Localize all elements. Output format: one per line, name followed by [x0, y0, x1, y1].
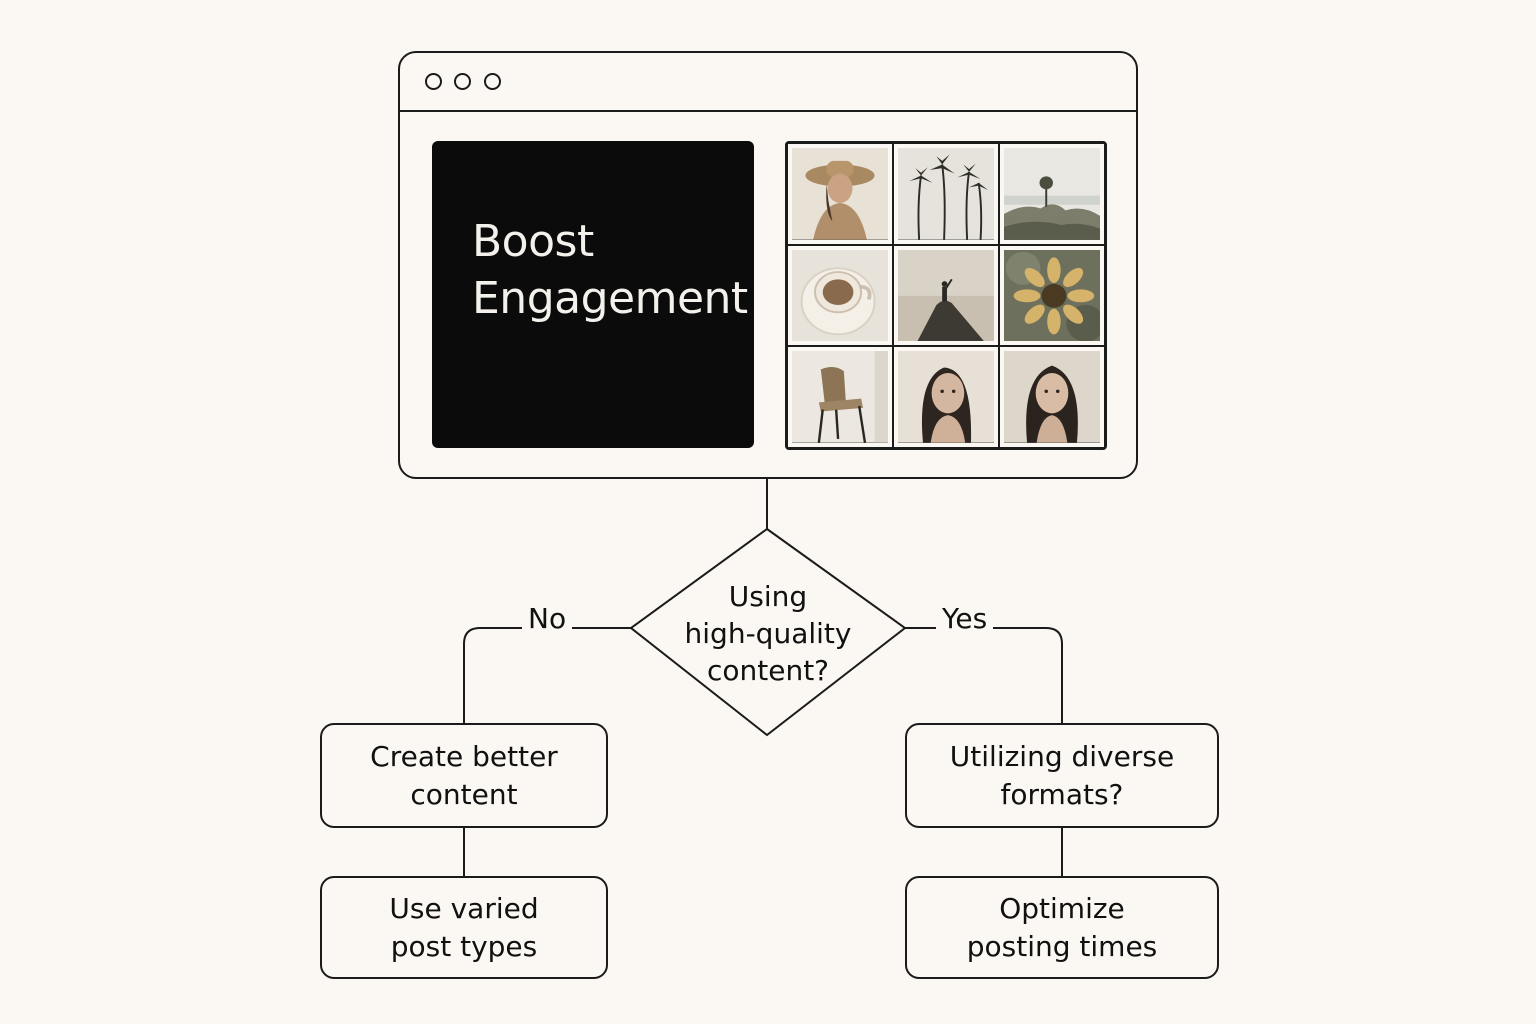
- window-control-dot: [484, 73, 501, 90]
- photo-sunflower: [1000, 245, 1104, 346]
- browser-window: Boost Engagement: [398, 51, 1138, 479]
- decision-question: Using high-quality content?: [684, 580, 852, 687]
- photo-coastal-cliff: [1000, 144, 1104, 244]
- create-better-content-box: Create better content: [320, 723, 608, 828]
- window-control-dot: [454, 73, 471, 90]
- hero-panel: Boost Engagement: [432, 141, 754, 448]
- use-varied-post-types-box: Use varied post types: [320, 876, 608, 979]
- no-branch-line: [463, 627, 631, 723]
- photo-chair: [788, 347, 892, 447]
- photo-gallery: [785, 141, 1107, 450]
- window-control-dot: [425, 73, 442, 90]
- photo-hiker-on-rock: [894, 245, 998, 346]
- photo-woman-portrait: [894, 347, 998, 447]
- window-titlebar: [400, 53, 1136, 112]
- utilizing-diverse-formats-box: Utilizing diverse formats?: [905, 723, 1219, 828]
- optimize-posting-times-box: Optimize posting times: [905, 876, 1219, 979]
- photo-coffee-cup: [788, 245, 892, 346]
- yes-branch-line: [905, 627, 1063, 723]
- yes-branch-label: Yes: [936, 602, 994, 636]
- photo-woman-portrait: [1000, 347, 1104, 447]
- decision-diamond: [629, 527, 907, 737]
- photo-woman-in-hat: [788, 144, 892, 244]
- no-branch-label: No: [522, 602, 573, 636]
- hero-title: Boost Engagement: [472, 216, 748, 324]
- photo-palm-trees: [894, 144, 998, 244]
